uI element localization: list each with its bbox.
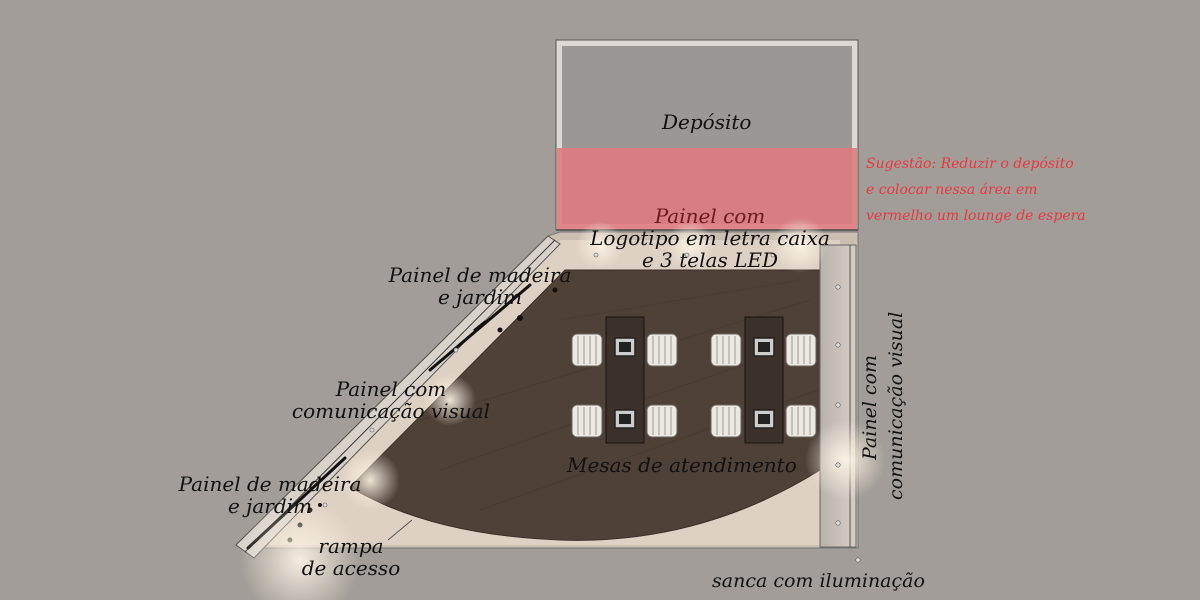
label-painel-madeira-bottom: Painel de madeira e jardim bbox=[170, 473, 370, 517]
suggestion-line: Sugestão: Reduzir o depósito bbox=[866, 156, 1074, 172]
label-line: e jardim bbox=[227, 494, 313, 518]
wood-panel-top bbox=[428, 283, 532, 372]
label-mesas: Mesas de atendimento bbox=[567, 453, 797, 477]
right-wall bbox=[819, 244, 857, 548]
label-line: de acesso bbox=[301, 556, 401, 580]
label-painel-logo-line2: Logotipo em letra caixa bbox=[590, 226, 830, 250]
label-line: Painel com bbox=[335, 377, 447, 401]
label-line: e jardim bbox=[437, 285, 523, 309]
label-sanca: sanca com iluminação bbox=[712, 570, 925, 592]
spotlights bbox=[240, 217, 885, 600]
service-table-1 bbox=[571, 316, 678, 444]
label-painel-logo: Painel com Logotipo em letra caixa e 3 t… bbox=[580, 205, 840, 271]
label-painel-comunicacao-right-1: Painel com bbox=[859, 355, 881, 461]
label-line: Painel de madeira bbox=[388, 263, 572, 287]
label-painel-comunicacao-right-2: comunicação visual bbox=[885, 312, 907, 500]
service-table-2 bbox=[710, 316, 817, 444]
suggestion-line: e colocar nessa área em bbox=[866, 182, 1038, 198]
suggestion-area bbox=[557, 148, 857, 230]
label-deposito: Depósito bbox=[662, 110, 752, 134]
label-line: Painel de madeira bbox=[178, 472, 362, 496]
suggestion-line: vermelho um lounge de espera bbox=[866, 208, 1086, 224]
label-line: rampa bbox=[318, 534, 384, 558]
label-painel-logo-line3: e 3 telas LED bbox=[641, 248, 778, 272]
label-rampa: rampa de acesso bbox=[296, 535, 406, 579]
label-line: comunicação visual bbox=[291, 399, 491, 423]
label-painel-madeira-top: Painel de madeira e jardim bbox=[380, 264, 580, 308]
label-painel-logo-line1: Painel com bbox=[654, 204, 766, 228]
ramp-line bbox=[387, 519, 413, 541]
label-painel-comunicacao-left: Painel com comunicação visual bbox=[286, 378, 496, 422]
suggestion-note: Sugestão: Reduzir o depósito e colocar n… bbox=[866, 151, 1086, 229]
